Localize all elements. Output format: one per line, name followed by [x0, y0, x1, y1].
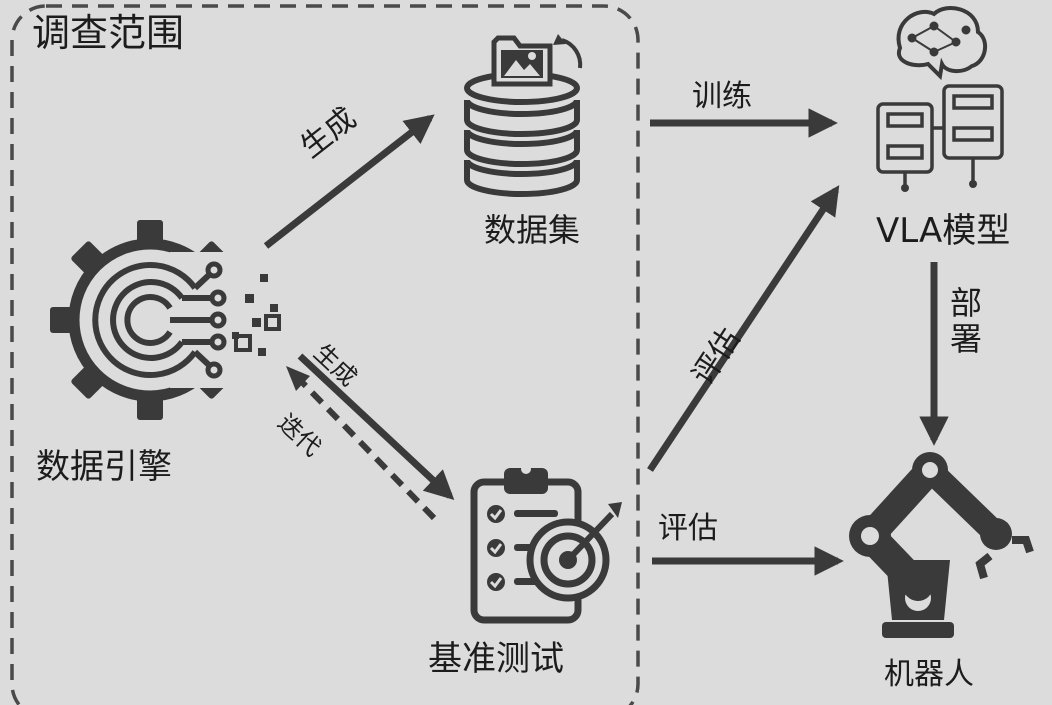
scope-boundary — [10, 4, 640, 705]
vla-model-label: VLA模型 — [876, 211, 1011, 251]
edge-engine-to-benchmark — [297, 353, 455, 501]
database-image-icon — [464, 34, 583, 197]
gear-circuit-icon — [50, 220, 281, 420]
edge-benchmark-to-engine — [286, 366, 437, 521]
brain-network-icon — [876, 6, 1004, 192]
edge-benchmark-to-model — [647, 185, 840, 472]
edge-label-dataset-to-model: 训练 — [692, 79, 752, 114]
data-engine-label: 数据引擎 — [36, 447, 172, 487]
robot-label: 机器人 — [884, 657, 974, 692]
scope-title: 调查范围 — [32, 11, 185, 55]
edge-label-benchmark-to-robot: 评估 — [658, 511, 718, 546]
edge-engine-to-dataset — [263, 114, 435, 249]
benchmark-label: 基准测试 — [428, 639, 564, 679]
dataset-label: 数据集 — [484, 211, 581, 249]
edge-label-model-to-robot: 部署 — [945, 286, 983, 358]
clipboard-target-icon — [470, 464, 622, 624]
robot-arm-icon — [849, 452, 1034, 638]
